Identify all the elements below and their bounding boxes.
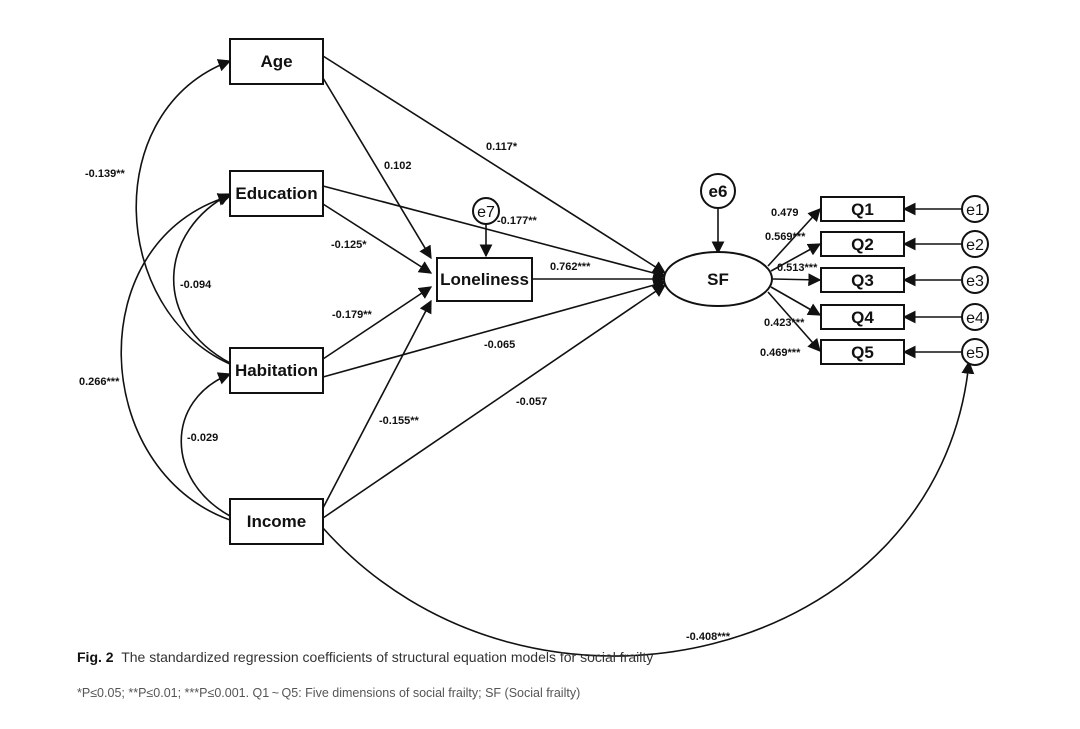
node-q5-label: Q5 (851, 343, 874, 362)
edge-education-loneliness (322, 203, 433, 274)
node-loneliness-box (436, 257, 533, 302)
coef-income-loneliness: -0.155** (379, 415, 419, 427)
cov-income-e5 (310, 360, 975, 657)
edge-age-loneliness (322, 77, 432, 260)
figure-label: Fig. 2 (77, 649, 114, 665)
node-q5-box (820, 339, 905, 365)
node-age-label: Age (260, 52, 292, 71)
edge-age-sf (322, 55, 667, 274)
edge-sf-q1 (767, 208, 821, 267)
node-e7-circle (472, 197, 500, 225)
node-education-label: Education (235, 184, 317, 203)
node-q4-box (820, 304, 905, 330)
node-sf-ellipse (663, 251, 773, 307)
edge-income-sf (322, 284, 667, 519)
edge-sf-q5 (767, 291, 821, 352)
node-e2-label: e2 (966, 237, 984, 254)
node-e6-circle (700, 173, 736, 209)
edge-education-sf (322, 185, 667, 280)
coef-education-habitation: -0.094 (180, 279, 212, 291)
edge-sf-q3 (772, 273, 822, 287)
edge-income-loneliness (322, 299, 432, 509)
coef-age-sf: 0.117* (486, 141, 518, 153)
coef-education-income: 0.266*** (79, 376, 120, 388)
node-e7-label: e7 (477, 204, 495, 221)
coef-sf-q1: 0.479 (771, 207, 799, 219)
node-e2-circle (961, 230, 989, 258)
cov-age-habitation (135, 59, 244, 375)
cov-education-income (120, 193, 244, 531)
latent-variables: SF (663, 251, 773, 307)
edge-sf-q4 (770, 286, 822, 316)
node-e4-circle (961, 303, 989, 331)
coef-sf-q5: 0.469*** (760, 347, 801, 359)
node-q4-label: Q4 (851, 308, 874, 327)
node-q1-label: Q1 (851, 200, 874, 219)
coef-loneliness-sf: 0.762*** (550, 261, 591, 273)
figure-title: The standardized regression coefficients… (121, 649, 654, 665)
figure-caption: Fig. 2 The standardized regression coeff… (77, 649, 653, 665)
node-habitation-label: Habitation (235, 361, 318, 380)
cov-education-habitation (172, 193, 244, 375)
node-education-box (229, 170, 324, 217)
coefficient-labels: -0.139** 0.102 0.117* -0.125* -0.177** -… (79, 141, 818, 643)
coef-sf-q4: 0.423*** (764, 317, 805, 329)
observed-variables: Age Education Habitation Income Loneline… (229, 38, 905, 545)
node-e3-label: e3 (966, 273, 984, 290)
node-q3-box (820, 267, 905, 293)
coef-education-loneliness: -0.125* (331, 239, 367, 251)
error-terms: e7 e6 e1 e2 e3 e4 e5 (472, 173, 989, 366)
node-e5-circle (961, 338, 989, 366)
node-q2-box (820, 231, 905, 257)
edge-sf-q2 (770, 243, 822, 272)
coef-age-education: -0.139** (85, 168, 125, 180)
node-e4-label: e4 (966, 310, 984, 327)
coef-income-sf: -0.057 (516, 396, 547, 408)
figure-note: *P≤0.05; **P≤0.01; ***P≤0.001. Q1 ~ Q5: … (77, 686, 581, 700)
node-q2-label: Q2 (851, 235, 874, 254)
edge-habitation-loneliness (322, 286, 433, 360)
node-e1-circle (961, 195, 989, 223)
coef-education-sf: -0.177** (497, 215, 537, 227)
node-age-box (229, 38, 324, 85)
node-loneliness-label: Loneliness (440, 270, 529, 289)
coef-habitation-loneliness: -0.179** (332, 309, 372, 321)
coef-habitation-income: -0.029 (187, 432, 218, 444)
coef-income-e5: -0.408*** (686, 631, 731, 643)
node-q1-box (820, 196, 905, 222)
edges (120, 55, 975, 657)
coef-sf-q2: 0.569*** (765, 231, 806, 243)
node-habitation-box (229, 347, 324, 394)
coef-sf-q3: 0.513*** (777, 262, 818, 274)
node-sf-label: SF (707, 270, 729, 289)
node-e5-label: e5 (966, 345, 984, 362)
coef-habitation-sf: -0.065 (484, 339, 515, 351)
node-income-label: Income (247, 512, 307, 531)
cov-habitation-income (180, 372, 244, 528)
node-e6-label: e6 (709, 182, 728, 201)
node-income-box (229, 498, 324, 545)
node-e1-label: e1 (966, 202, 984, 219)
coef-age-loneliness: 0.102 (384, 160, 412, 172)
node-e3-circle (961, 266, 989, 294)
node-q3-label: Q3 (851, 271, 874, 290)
